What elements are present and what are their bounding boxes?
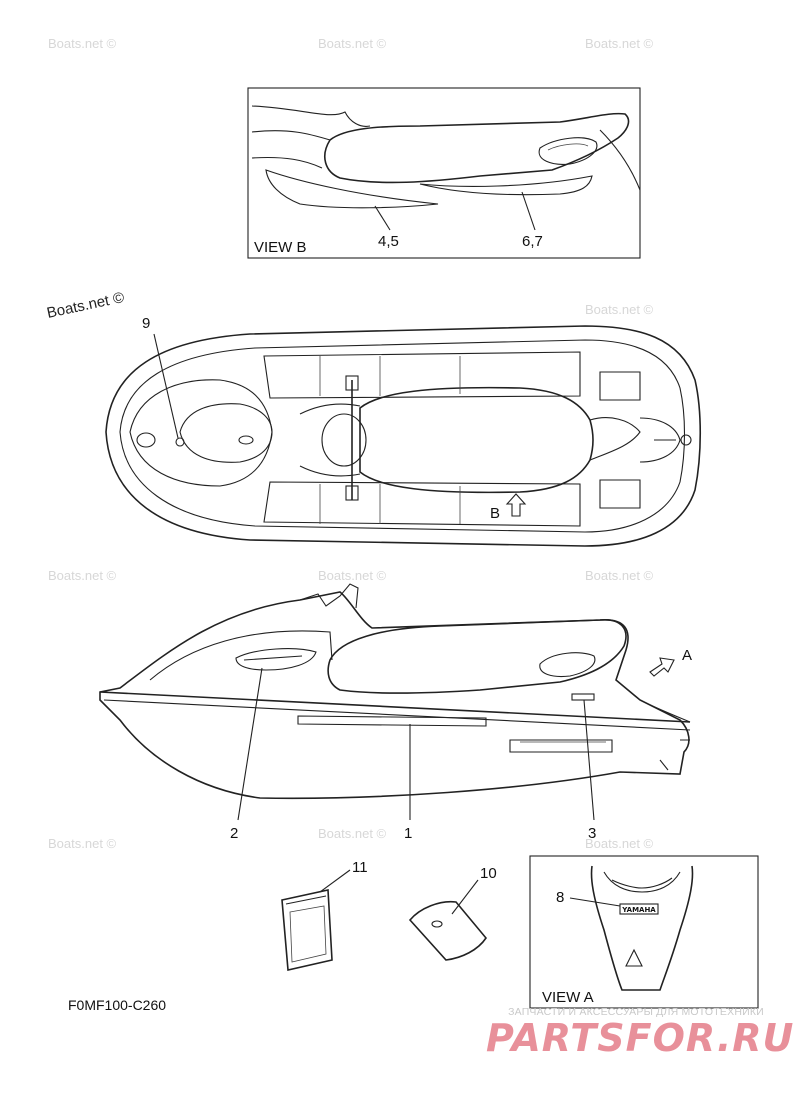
top-view-footwell-right [263,481,581,527]
callout-2: 2 [230,825,238,842]
view-b-hull-line [251,156,323,169]
view-b-decal-6-7 [419,175,593,196]
view-b-title: VIEW B [254,239,307,256]
side-view-seat-pad [539,652,596,678]
loose-parts: 11 10 [281,859,497,971]
watermark: Boats.net © [48,568,117,583]
side-view-decal-2 [235,648,317,671]
part-10-tag [408,900,487,961]
top-view-grip [345,375,359,391]
top-view-hood-latch [238,435,254,445]
view-b-decal-4-5 [265,169,439,209]
top-view-label-9-spot [175,437,185,447]
view-b-hull-line [251,105,371,127]
side-view-rear-stripe [509,739,613,753]
view-b-frame [247,87,641,259]
view-b-seat-pad [538,137,598,165]
leader-4-5 [374,205,391,231]
view-a-bow-mark [625,948,643,967]
direction-arrow-a [649,657,675,677]
callout-10: 10 [480,865,497,882]
top-view-stern-deck [639,417,681,463]
view-a-hood-vent [603,871,681,893]
top-view-rear-seat [589,417,641,461]
side-view-seat [327,619,627,694]
watermark: Boats.net © [585,302,654,317]
top-view-tow-hook [680,434,692,446]
side-view-decal-3 [571,693,595,701]
figure-code: F0MF100-C260 [68,997,166,1013]
top-view-gunwale [119,339,686,533]
top-view-hood-inner [179,403,273,463]
top-view-bow-cap [136,432,156,448]
callout-9: 9 [142,315,150,332]
top-view-grip [345,485,359,501]
top-view-seat [359,386,594,494]
watermarks: Boats.net © Boats.net © Boats.net © Boat… [45,36,653,851]
view-a-panel: YAMAHA 8 VIEW A [529,855,759,1009]
view-a-badge-text: YAMAHA [621,906,656,914]
leader-3 [583,699,595,821]
view-a-hood-outline [590,865,694,991]
watermark: Boats.net © [585,836,654,851]
direction-arrow-b [505,493,527,517]
side-view-decal-1 [297,715,487,727]
view-b-rear-line [599,129,641,191]
view-b-seat [324,112,630,184]
callout-3: 3 [588,825,596,842]
leader-6-7 [521,191,536,231]
view-a-badge [619,903,659,915]
callout-6-7: 6,7 [522,233,543,250]
leader-8 [569,897,621,907]
callout-8: 8 [556,889,564,906]
view-b-hull-line [251,130,331,141]
top-view-stern-panels [599,371,641,509]
watermark: Boats.net © [48,836,117,851]
side-view: A 2 1 3 [99,583,692,842]
watermark-dark: Boats.net © [45,289,125,322]
watermark: Boats.net © [48,36,117,51]
top-view-outer-hull [105,325,702,547]
top-view-footwell-left [263,351,581,399]
direction-label-b: B [490,505,500,522]
watermark: Boats.net © [318,568,387,583]
view-b-panel: VIEW B 4,5 6,7 [247,87,641,259]
leader-2 [237,667,263,821]
callout-1: 1 [404,825,412,842]
watermark: Boats.net © [585,36,654,51]
view-a-frame [529,855,759,1009]
side-view-handlebar [299,583,359,609]
leader-11 [319,869,351,893]
top-view-hood [129,379,273,487]
watermark: Boats.net © [318,36,387,51]
watermark: Boats.net © [585,568,654,583]
callout-4-5: 4,5 [378,233,399,250]
callout-11: 11 [352,859,368,876]
site-banner: ЗАПЧАСТИ И АКСЕССУАРЫ ДЛЯ МОТОТЕХНИКИ PA… [486,1006,795,1066]
leader-9 [153,333,179,439]
leader-10 [451,879,479,915]
watermark: Boats.net © [318,826,387,841]
direction-label-a: A [682,647,692,664]
top-view: B 9 [105,315,702,547]
banner-logo: PARTSFOR.RU [486,1016,795,1060]
view-a-title: VIEW A [542,989,594,1006]
top-view-steering-cover [321,413,367,467]
side-view-rub-rail [99,691,691,723]
banner-tagline: ЗАПЧАСТИ И АКСЕССУАРЫ ДЛЯ МОТОТЕХНИКИ [508,1006,764,1018]
side-view-hull [99,591,690,800]
part-11-pouch [281,889,333,971]
